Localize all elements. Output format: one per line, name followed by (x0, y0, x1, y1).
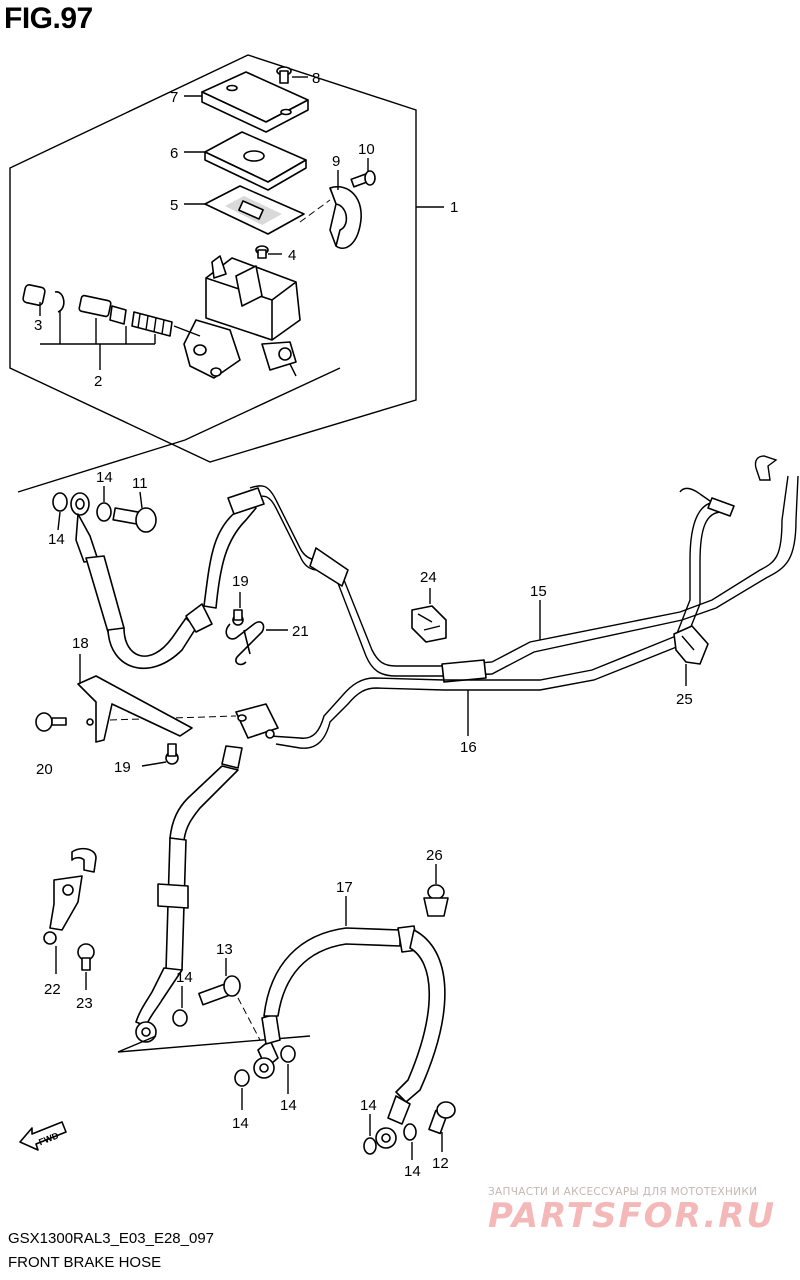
leader-14a (57, 511, 61, 531)
bolt-19-lower (165, 743, 179, 765)
callout-7: 7 (170, 89, 178, 106)
junction-block (235, 703, 279, 739)
callout-14d: 14 (232, 1115, 249, 1132)
upper-brake-hose (52, 492, 257, 670)
callout-12: 12 (432, 1155, 449, 1172)
leader-11 (139, 491, 143, 509)
watermark-tagline: ЗАПЧАСТИ И АКСЕССУАРЫ ДЛЯ МОТОТЕХНИКИ (488, 1186, 758, 1198)
callout-19a: 19 (232, 573, 249, 590)
callout-23: 23 (76, 995, 93, 1012)
washer-14f (363, 1137, 377, 1155)
clamp-bolt (350, 170, 376, 188)
leader-2 (40, 310, 156, 370)
callout-24: 24 (420, 569, 437, 586)
callout-9: 9 (332, 153, 340, 170)
callout-25: 25 (676, 691, 693, 708)
callout-19b: 19 (114, 759, 131, 776)
assembly-box-outline (9, 54, 417, 463)
banjo-bolt-11 (112, 507, 157, 533)
callout-20: 20 (36, 761, 53, 778)
explode-guide-line (17, 367, 341, 493)
callout-16: 16 (460, 739, 477, 756)
piston-kit (22, 284, 201, 337)
callout-14f: 14 (360, 1097, 377, 1114)
callout-17: 17 (336, 879, 353, 896)
watermark-logo: PARTSFOR.RU (488, 1196, 777, 1236)
callout-6: 6 (170, 145, 178, 162)
dash-bracket (109, 715, 237, 721)
washer-14d (234, 1069, 250, 1087)
hose-clip (225, 621, 265, 666)
callout-10: 10 (358, 141, 375, 158)
fwd-arrow-icon: FWD (19, 1121, 67, 1151)
callout-15: 15 (530, 583, 547, 600)
callout-14e: 14 (280, 1097, 297, 1114)
handlebar-clamp (329, 186, 362, 250)
callout-26: 26 (426, 847, 443, 864)
pipe-holder-24 (411, 605, 447, 643)
callout-14b: 14 (96, 469, 113, 486)
callout-11: 11 (132, 475, 148, 492)
banjo-bolt-12 (428, 1101, 456, 1135)
callout-22: 22 (44, 981, 61, 998)
brake-pipes (227, 455, 799, 749)
lower-right-hose (253, 925, 446, 1149)
figure-description: FRONT BRAKE HOSE (8, 1254, 162, 1271)
diaphragm (204, 185, 305, 235)
diaphragm-plate (204, 131, 307, 191)
cap-screw (276, 66, 292, 84)
callout-18: 18 (72, 635, 89, 652)
bolt-19-upper (232, 609, 244, 626)
lower-left-hose (135, 745, 243, 1043)
callout-14a: 14 (48, 531, 65, 548)
callout-1: 1 (450, 199, 458, 216)
master-cylinder-body (183, 255, 301, 379)
callout-2: 2 (94, 373, 102, 390)
callout-21: 21 (292, 623, 309, 640)
clamp-26 (423, 884, 449, 917)
hose-bracket (77, 675, 193, 743)
dash-clamp (299, 199, 331, 223)
banjo-bolt-13 (198, 975, 241, 1006)
reservoir-cap (201, 71, 309, 133)
callout-5: 5 (170, 197, 178, 214)
pipe-holder-25 (673, 625, 709, 665)
bolt-23 (77, 943, 95, 971)
callout-3: 3 (34, 317, 42, 334)
washer-14c (172, 1009, 188, 1027)
figure-title: FIG.97 (4, 2, 93, 35)
dash-bolt-13 (237, 997, 261, 1041)
callout-4: 4 (288, 247, 296, 264)
washer-14e (280, 1045, 296, 1063)
figure-code: GSX1300RAL3_E03_E28_097 (8, 1230, 215, 1247)
small-screw (255, 245, 269, 259)
callout-8: 8 (312, 70, 320, 87)
leader-19b (141, 761, 167, 767)
callout-14c: 14 (176, 969, 193, 986)
hose-guide-22 (43, 847, 97, 945)
washer-14g (403, 1123, 417, 1141)
callout-14g: 14 (404, 1163, 421, 1180)
callout-13: 13 (216, 941, 233, 958)
bolt-20 (35, 712, 67, 732)
